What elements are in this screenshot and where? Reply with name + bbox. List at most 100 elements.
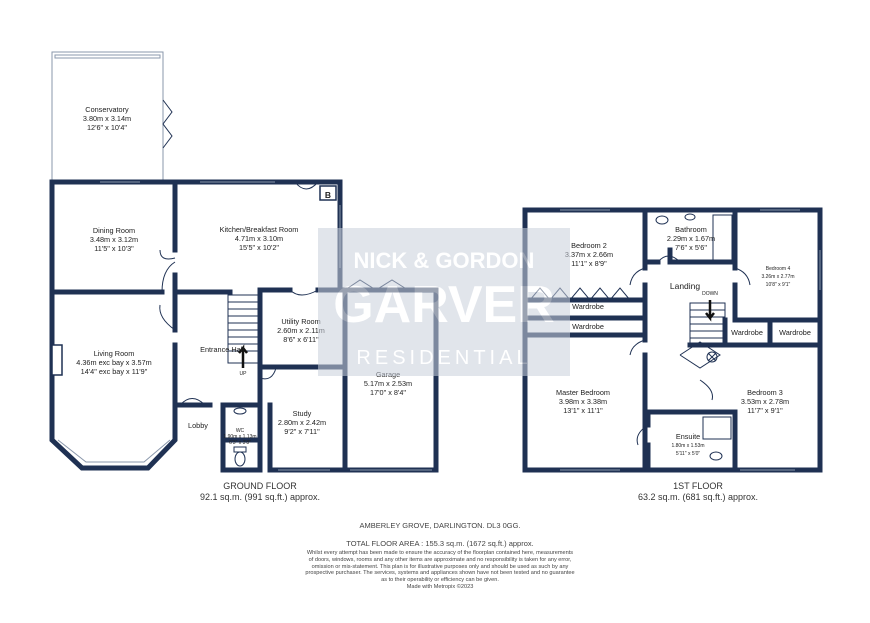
disclaimer-line: as to their operability or efficiency ca… bbox=[381, 577, 499, 584]
fireplace bbox=[51, 344, 63, 376]
kitchen-dim-ft: 15'5" x 10'2" bbox=[239, 243, 279, 252]
bedroom2-dim-ft: 11'1" x 8'9" bbox=[571, 259, 607, 268]
living-bay-window bbox=[57, 439, 171, 463]
ensuite-toilet bbox=[709, 451, 723, 461]
bed3-door-swing bbox=[699, 379, 713, 401]
ensuite-name: Ensuite bbox=[676, 432, 700, 441]
bed2-door-swing bbox=[629, 267, 646, 286]
bath-tub bbox=[712, 214, 733, 261]
boiler-box bbox=[319, 185, 337, 201]
disclaimer-line: Whilst every attempt has been made to en… bbox=[306, 550, 574, 556]
living-room-dim-m: 4.36m exc bay x 3.57m bbox=[76, 358, 151, 367]
study-name: Study bbox=[293, 409, 312, 418]
kitchen-back-door-swing bbox=[294, 181, 319, 190]
bedroom3-dim-ft: 11'7" x 9'1" bbox=[747, 406, 783, 415]
study-door-swing bbox=[259, 367, 277, 380]
master-bedroom-dim-m: 3.98m x 3.38m bbox=[559, 397, 607, 406]
bedroom4-dim-ft: 10'8" x 9'1" bbox=[766, 282, 791, 288]
garage-dim-ft: 17'0" x 8'4" bbox=[370, 388, 406, 397]
ensuite-dim-m: 1.80m x 1.53m bbox=[671, 443, 704, 449]
bathroom-dim-m: 2.29m x 1.67m bbox=[667, 234, 715, 243]
living-room-name: Living Room bbox=[94, 349, 135, 358]
dining-room-dim-ft: 11'5" x 10'3" bbox=[94, 244, 134, 253]
metropix-credit: Made with Metropix ©2023 bbox=[406, 583, 474, 590]
first-floor-area: 63.2 sq.m. (681 sq.ft.) approx. bbox=[637, 492, 759, 502]
stairs-down-arrow bbox=[705, 300, 715, 322]
master-bedroom-dim-ft: 13'1" x 11'1" bbox=[563, 406, 603, 415]
boiler-label: B bbox=[325, 190, 331, 200]
ground-staircase bbox=[227, 294, 259, 364]
dining-room-name: Dining Room bbox=[93, 226, 135, 235]
lobby-door-swing bbox=[179, 398, 206, 406]
disclaimer-line: omission or mis-statement. This plan is … bbox=[311, 563, 569, 570]
bed4-door-swing bbox=[734, 267, 751, 286]
bathroom-toilet bbox=[684, 213, 696, 221]
bathroom-basin bbox=[655, 215, 669, 225]
first-staircase bbox=[689, 302, 726, 344]
utility-room-dim-m: 2.60m x 2.11m bbox=[277, 326, 325, 335]
ensuite-dim-ft: 5'11" x 5'0" bbox=[676, 451, 700, 457]
master-bedroom-name: Master Bedroom bbox=[556, 388, 610, 397]
wardrobe-bed3-b-label: Wardrobe bbox=[779, 328, 811, 337]
bedroom2-dim-m: 3.37m x 2.66m bbox=[565, 250, 613, 259]
dining-room-dim-m: 3.48m x 3.12m bbox=[90, 235, 138, 244]
bedroom3-name: Bedroom 3 bbox=[747, 388, 783, 397]
ensuite-shower bbox=[702, 416, 732, 440]
conservatory-dim-ft: 12'6" x 10'4" bbox=[87, 123, 127, 132]
stairs-up-arrow bbox=[238, 344, 248, 368]
first-internal-walls bbox=[522, 207, 823, 473]
agency-watermark-logo: NICK & GORDON GARVER RESIDENTIAL bbox=[318, 228, 570, 376]
bathroom-name: Bathroom bbox=[675, 225, 707, 234]
study-dim-m: 2.80m x 2.42m bbox=[278, 418, 326, 427]
stairs-down-label: DOWN bbox=[702, 291, 718, 297]
landing-name: Landing bbox=[670, 281, 701, 291]
wardrobe-master-label: Wardrobe bbox=[572, 322, 604, 331]
first-floor-plan: Bedroom 2 3.37m x 2.66m 11'1" x 8'9" Bat… bbox=[522, 207, 823, 473]
study-dim-ft: 9'2" x 7'11" bbox=[284, 427, 320, 436]
kitchen-dim-m: 4.71m x 3.10m bbox=[235, 234, 283, 243]
conservatory-door bbox=[162, 99, 173, 149]
bedroom2-name: Bedroom 2 bbox=[571, 241, 607, 250]
wardrobe-bed2-label: Wardrobe bbox=[572, 302, 604, 311]
wc-dim-m: 1.90m x 1.13m bbox=[223, 434, 256, 440]
watermark-line3: RESIDENTIAL bbox=[356, 347, 531, 369]
watermark-line1: NICK & GORDON bbox=[354, 248, 535, 273]
lobby-name: Lobby bbox=[188, 421, 208, 430]
utility-door-swing bbox=[289, 289, 319, 296]
watermark-line2: GARVER bbox=[333, 276, 555, 334]
first-floor-caption: 1ST FLOOR 63.2 sq.m. (681 sq.ft.) approx… bbox=[598, 481, 798, 503]
ground-floor-caption: GROUND FLOOR 92.1 sq.m. (991 sq.ft.) app… bbox=[160, 481, 360, 503]
kitchen-name: Kitchen/Breakfast Room bbox=[220, 225, 299, 234]
utility-room-dim-ft: 8'6" x 6'11" bbox=[283, 335, 319, 344]
bathroom-door-swing bbox=[657, 255, 681, 263]
living-door-swing bbox=[161, 261, 176, 293]
wardrobe-bed3-a-label: Wardrobe bbox=[731, 328, 763, 337]
hall-door-swing bbox=[159, 304, 176, 331]
living-room-dim-ft: 14'4" exc bay x 11'9" bbox=[81, 367, 148, 376]
first-floor-title: 1ST FLOOR bbox=[673, 481, 723, 491]
conservatory-name: Conservatory bbox=[85, 105, 129, 114]
bedroom3-dim-m: 3.53m x 2.78m bbox=[741, 397, 789, 406]
wc-cistern bbox=[233, 446, 247, 453]
kitchen-door-swing bbox=[159, 249, 176, 260]
disclaimer-line: prospective purchaser. The services, sys… bbox=[305, 570, 575, 577]
wc-dim-ft: 6'3" x 3'8" bbox=[229, 440, 251, 446]
garage-dim-m: 5.17m x 2.53m bbox=[364, 379, 412, 388]
disclaimer-line: of doors, windows, rooms and any other i… bbox=[308, 556, 572, 563]
bedroom4-dim-m: 3.26m x 2.77m bbox=[761, 274, 794, 280]
landing-airing-cupboard bbox=[679, 341, 721, 369]
wc-toilet bbox=[234, 451, 246, 467]
total-floor-area: TOTAL FLOOR AREA : 155.3 sq.m. (1672 sq.… bbox=[346, 539, 534, 548]
stairs-up-label: UP bbox=[240, 371, 248, 377]
utility-room-name: Utility Room bbox=[281, 317, 320, 326]
bathroom-dim-ft: 7'6" x 5'6" bbox=[675, 243, 707, 252]
disclaimer: Whilst every attempt has been made to en… bbox=[250, 550, 630, 591]
wc-basin bbox=[233, 407, 247, 415]
ensuite-door-swing bbox=[636, 424, 649, 446]
wc-name: WC bbox=[236, 428, 245, 434]
property-address: AMBERLEY GROVE, DARLINGTON. DL3 0GG. bbox=[359, 521, 521, 530]
ground-floor-title: GROUND FLOOR bbox=[223, 481, 297, 491]
conservatory-dim-m: 3.80m x 3.14m bbox=[83, 114, 131, 123]
bedroom4-name: Bedroom 4 bbox=[766, 266, 791, 272]
